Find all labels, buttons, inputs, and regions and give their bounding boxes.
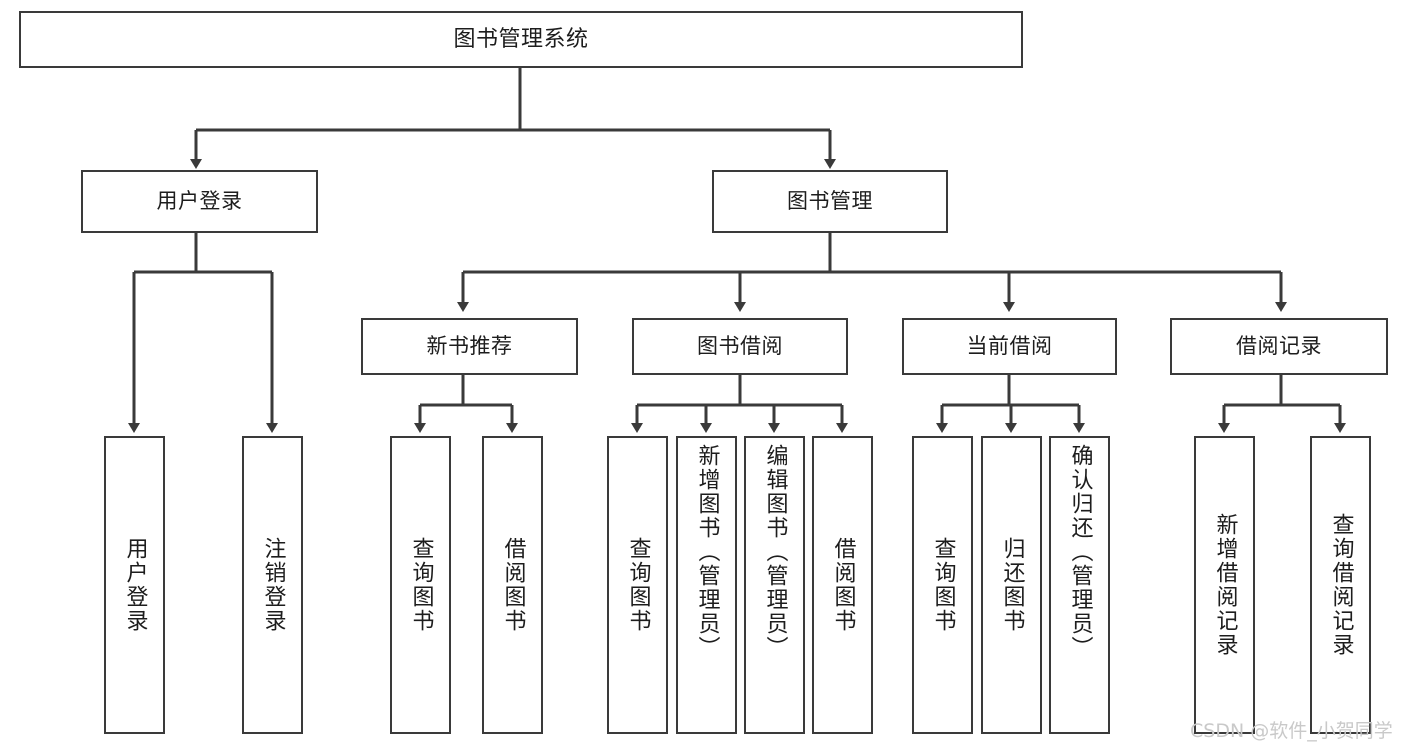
node-borrow-record[interactable]: 借阅记录 [1170,318,1388,375]
node-leaf-add-book-label: 新增图书（管理员） [694,444,720,660]
node-leaf-query-book-2[interactable]: 查询图书 [607,436,668,734]
node-book-management[interactable]: 图书管理 [712,170,948,233]
node-leaf-borrow-book-2[interactable]: 借阅图书 [812,436,873,734]
node-leaf-query-book-3[interactable]: 查询图书 [912,436,973,734]
csdn-watermark: CSDN @软件_小贺同学 [1190,720,1393,742]
node-leaf-query-book-3-label: 查询图书 [930,537,956,633]
node-new-book-recommend-label: 新书推荐 [426,334,513,359]
node-leaf-confirm-return-label: 确认归还（管理员） [1067,444,1093,660]
node-leaf-logout-label: 注销登录 [260,537,286,633]
node-leaf-edit-book[interactable]: 编辑图书（管理员） [744,436,805,734]
node-leaf-user-login-label: 用户登录 [122,537,148,633]
node-leaf-borrow-book-2-label: 借阅图书 [830,537,856,633]
node-leaf-logout[interactable]: 注销登录 [242,436,303,734]
node-leaf-query-record[interactable]: 查询借阅记录 [1310,436,1371,734]
node-book-borrow-label: 图书借阅 [697,334,783,359]
node-borrow-record-label: 借阅记录 [1236,334,1322,359]
node-leaf-user-login[interactable]: 用户登录 [104,436,165,734]
node-user-login[interactable]: 用户登录 [81,170,318,233]
node-new-book-recommend[interactable]: 新书推荐 [361,318,578,375]
node-root-book-management-system[interactable]: 图书管理系统 [19,11,1023,68]
node-leaf-add-record[interactable]: 新增借阅记录 [1194,436,1255,734]
node-leaf-return-book[interactable]: 归还图书 [981,436,1042,734]
node-book-management-label: 图书管理 [787,189,873,214]
node-leaf-edit-book-label: 编辑图书（管理员） [762,444,788,660]
node-leaf-return-book-label: 归还图书 [999,537,1025,633]
node-leaf-add-book[interactable]: 新增图书（管理员） [676,436,737,734]
node-leaf-query-book-1-label: 查询图书 [408,537,434,633]
node-leaf-query-book-1[interactable]: 查询图书 [390,436,451,734]
node-leaf-borrow-book-1-label: 借阅图书 [500,537,526,633]
node-user-login-label: 用户登录 [156,189,243,214]
node-current-borrow[interactable]: 当前借阅 [902,318,1117,375]
node-book-borrow[interactable]: 图书借阅 [632,318,848,375]
node-leaf-borrow-book-1[interactable]: 借阅图书 [482,436,543,734]
node-leaf-query-book-2-label: 查询图书 [625,537,651,633]
node-leaf-confirm-return[interactable]: 确认归还（管理员） [1049,436,1110,734]
node-leaf-add-record-label: 新增借阅记录 [1212,513,1238,657]
node-root-label: 图书管理系统 [453,26,589,52]
node-current-borrow-label: 当前借阅 [966,334,1053,359]
node-leaf-query-record-label: 查询借阅记录 [1328,513,1354,657]
